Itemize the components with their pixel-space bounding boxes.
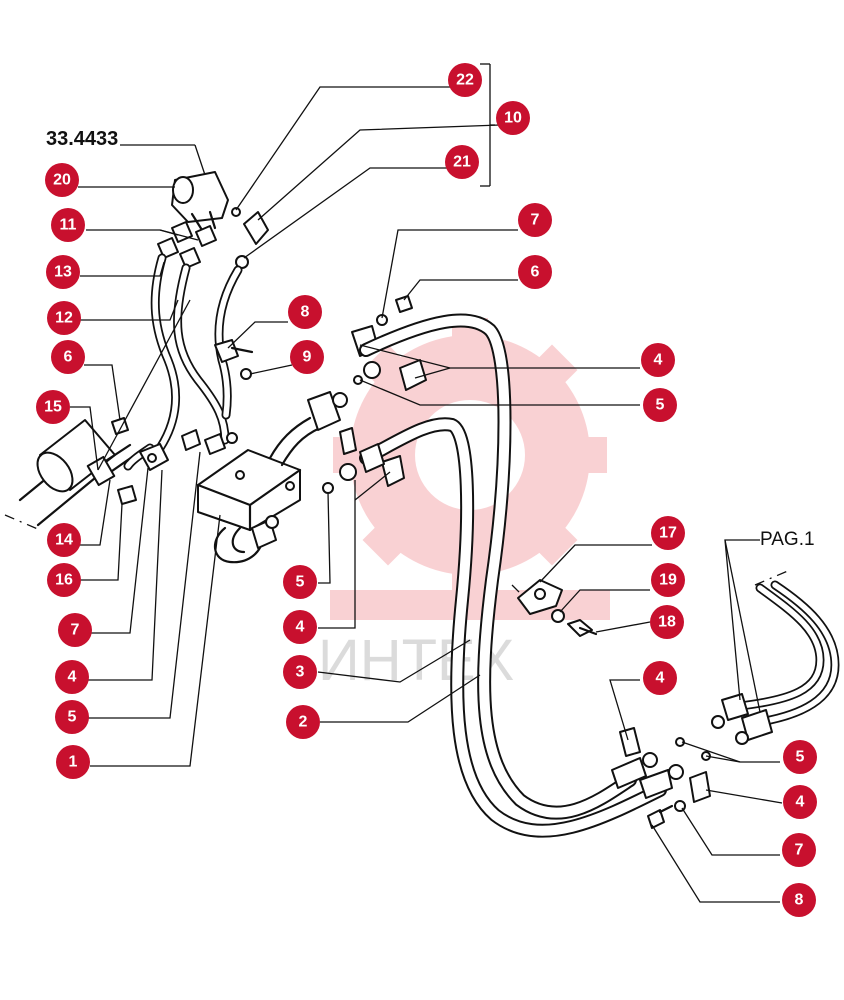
callout-20[interactable]: 20 — [45, 163, 79, 197]
callout-12[interactable]: 12 — [47, 301, 81, 335]
svg-text:5: 5 — [68, 709, 77, 726]
callout-21[interactable]: 21 — [445, 145, 479, 179]
callout-7[interactable]: 7 — [58, 613, 92, 647]
callout-4[interactable]: 4 — [55, 660, 89, 694]
svg-text:4: 4 — [656, 670, 665, 687]
svg-text:16: 16 — [55, 572, 73, 589]
lower-right-clamps — [619, 727, 711, 829]
callout-9[interactable]: 9 — [290, 340, 324, 374]
clamp-assembly-17 — [511, 579, 598, 637]
callout-5[interactable]: 5 — [643, 388, 677, 422]
upper-clamp-set — [351, 295, 427, 391]
page-reference-label: PAG.1 — [760, 529, 815, 550]
svg-text:10: 10 — [504, 110, 522, 127]
callout-6[interactable]: 6 — [518, 255, 552, 289]
distribution-block-part — [196, 391, 348, 564]
cylinder-part — [4, 419, 137, 531]
svg-text:14: 14 — [55, 532, 73, 549]
svg-text:8: 8 — [795, 892, 804, 909]
callout-18[interactable]: 18 — [650, 605, 684, 639]
callout-11[interactable]: 11 — [51, 208, 85, 242]
callout-7[interactable]: 7 — [782, 833, 816, 867]
svg-text:15: 15 — [44, 399, 62, 416]
svg-text:5: 5 — [296, 574, 305, 591]
svg-text:20: 20 — [53, 172, 71, 189]
callout-8[interactable]: 8 — [288, 295, 322, 329]
middle-clamp-set — [322, 427, 405, 494]
callout-3[interactable]: 3 — [283, 655, 317, 689]
callout-10[interactable]: 10 — [496, 101, 530, 135]
callout-15[interactable]: 15 — [36, 390, 70, 424]
svg-text:11: 11 — [60, 217, 77, 234]
callout-4[interactable]: 4 — [643, 661, 677, 695]
svg-text:6: 6 — [531, 264, 540, 281]
callout-5[interactable]: 5 — [55, 700, 89, 734]
callout-14[interactable]: 14 — [47, 523, 81, 557]
hoses-part — [359, 313, 684, 838]
callout-2[interactable]: 2 — [286, 705, 320, 739]
svg-text:12: 12 — [55, 310, 73, 327]
svg-text:19: 19 — [659, 572, 677, 589]
svg-text:22: 22 — [456, 72, 474, 89]
svg-text:13: 13 — [54, 264, 72, 281]
svg-text:2: 2 — [299, 714, 308, 731]
callout-22[interactable]: 22 — [448, 63, 482, 97]
callout-8[interactable]: 8 — [782, 883, 816, 917]
pipes-pag1 — [711, 569, 840, 745]
svg-text:7: 7 — [531, 212, 540, 229]
small-hardware — [111, 339, 254, 505]
svg-text:3: 3 — [296, 664, 305, 681]
callout-6[interactable]: 6 — [51, 340, 85, 374]
svg-text:8: 8 — [301, 304, 310, 321]
callout-7[interactable]: 7 — [518, 203, 552, 237]
svg-text:7: 7 — [795, 842, 804, 859]
callout-4[interactable]: 4 — [283, 610, 317, 644]
callout-5[interactable]: 5 — [783, 740, 817, 774]
svg-text:4: 4 — [68, 669, 77, 686]
svg-text:18: 18 — [658, 614, 676, 631]
callout-13[interactable]: 13 — [46, 255, 80, 289]
svg-text:17: 17 — [659, 525, 677, 542]
svg-text:21: 21 — [453, 154, 471, 171]
svg-text:5: 5 — [796, 749, 805, 766]
svg-text:7: 7 — [71, 622, 80, 639]
svg-text:9: 9 — [303, 349, 312, 366]
svg-text:6: 6 — [64, 349, 73, 366]
callout-17[interactable]: 17 — [651, 516, 685, 550]
callout-5[interactable]: 5 — [283, 565, 317, 599]
fittings-part — [157, 221, 217, 269]
reference-code-label: 33.4433 — [46, 128, 118, 150]
valve-body-part — [171, 171, 269, 269]
callout-4[interactable]: 4 — [641, 343, 675, 377]
callout-19[interactable]: 19 — [651, 563, 685, 597]
svg-text:4: 4 — [796, 794, 805, 811]
svg-text:1: 1 — [69, 754, 78, 771]
callout-4[interactable]: 4 — [783, 785, 817, 819]
callout-16[interactable]: 16 — [47, 563, 81, 597]
svg-text:4: 4 — [654, 352, 663, 369]
callout-badges: 22 10 21 20 11 13 12 6 15 14 16 7 4 5 1 … — [36, 63, 817, 917]
leader-lines — [70, 63, 783, 903]
svg-text:5: 5 — [656, 397, 665, 414]
svg-text:4: 4 — [296, 619, 305, 636]
callout-1[interactable]: 1 — [56, 745, 90, 779]
parts-drawing — [4, 171, 840, 838]
